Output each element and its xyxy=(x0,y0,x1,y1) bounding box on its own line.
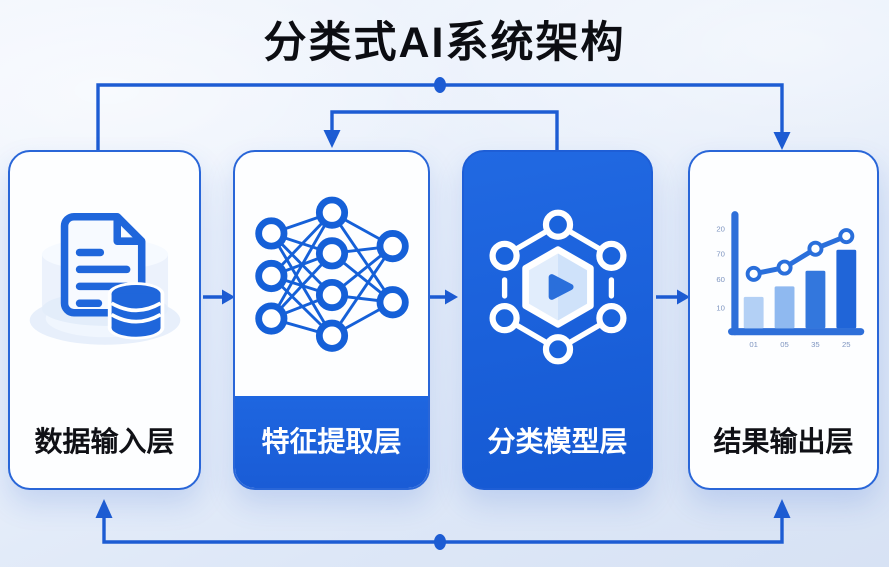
arrow-head-into-card1-bottom xyxy=(95,499,113,518)
chart-y-tick: 60 xyxy=(716,275,725,284)
chart-bar xyxy=(774,285,794,328)
card-label-feature-extraction: 特征提取层 xyxy=(261,426,402,457)
output-chart-svg: 20 70 60 10 01 05 35 25 xyxy=(716,210,864,349)
card-label-result-output: 结果输出层 xyxy=(713,426,854,457)
page-title: 分类式AI系统架构 xyxy=(263,19,626,67)
top-inner-connector-line xyxy=(330,110,559,150)
arrow-head-into-card4-bottom xyxy=(773,499,791,518)
top-connector-dot xyxy=(434,77,446,93)
chart-marker xyxy=(837,227,854,244)
chart-y-tick: 20 xyxy=(716,224,725,233)
bottom-connector-dot xyxy=(434,534,446,550)
arrow-head-into-card2-top xyxy=(323,130,341,148)
database-glyph xyxy=(107,282,164,340)
card-label-data-input: 数据输入层 xyxy=(34,426,175,457)
chart-trend-line xyxy=(750,233,849,276)
chart-x-tick: 35 xyxy=(811,340,820,349)
chart-x-tick: 05 xyxy=(780,340,789,349)
chart-bar xyxy=(835,249,856,328)
chart-bar xyxy=(805,270,825,328)
document-database-icon xyxy=(10,152,199,400)
chart-marker xyxy=(806,240,823,257)
chart-y-tick: 70 xyxy=(716,249,725,258)
card-label-classification-model: 分类模型层 xyxy=(487,426,628,457)
chart-bar xyxy=(743,296,764,328)
card-data-input-layer: 数据输入层 xyxy=(8,150,201,490)
chart-y-tick: 10 xyxy=(716,303,725,312)
mid-arrow-2-head xyxy=(445,289,458,305)
bottom-connector-line xyxy=(102,514,784,544)
chart-marker xyxy=(745,265,762,282)
card-classification-model-layer: 分类模型层 xyxy=(462,150,653,490)
chart-x-tick: 25 xyxy=(842,340,851,349)
chart-marker xyxy=(776,259,793,276)
card-feature-extraction-layer: 特征提取层 xyxy=(233,150,430,490)
bar-line-chart-icon: 20 70 60 10 01 05 35 25 xyxy=(690,152,877,400)
card2-blue-footer: 特征提取层 xyxy=(235,396,428,488)
neural-network-icon xyxy=(235,152,428,400)
play-icon xyxy=(548,274,574,300)
card-result-output-layer: 20 70 60 10 01 05 35 25 结果输出层 xyxy=(688,150,879,490)
chart-x-tick: 01 xyxy=(749,340,758,349)
arrow-head-into-card4-top xyxy=(773,132,791,150)
hexagon-model-icon xyxy=(464,152,651,422)
top-outer-connector-line xyxy=(96,83,784,150)
